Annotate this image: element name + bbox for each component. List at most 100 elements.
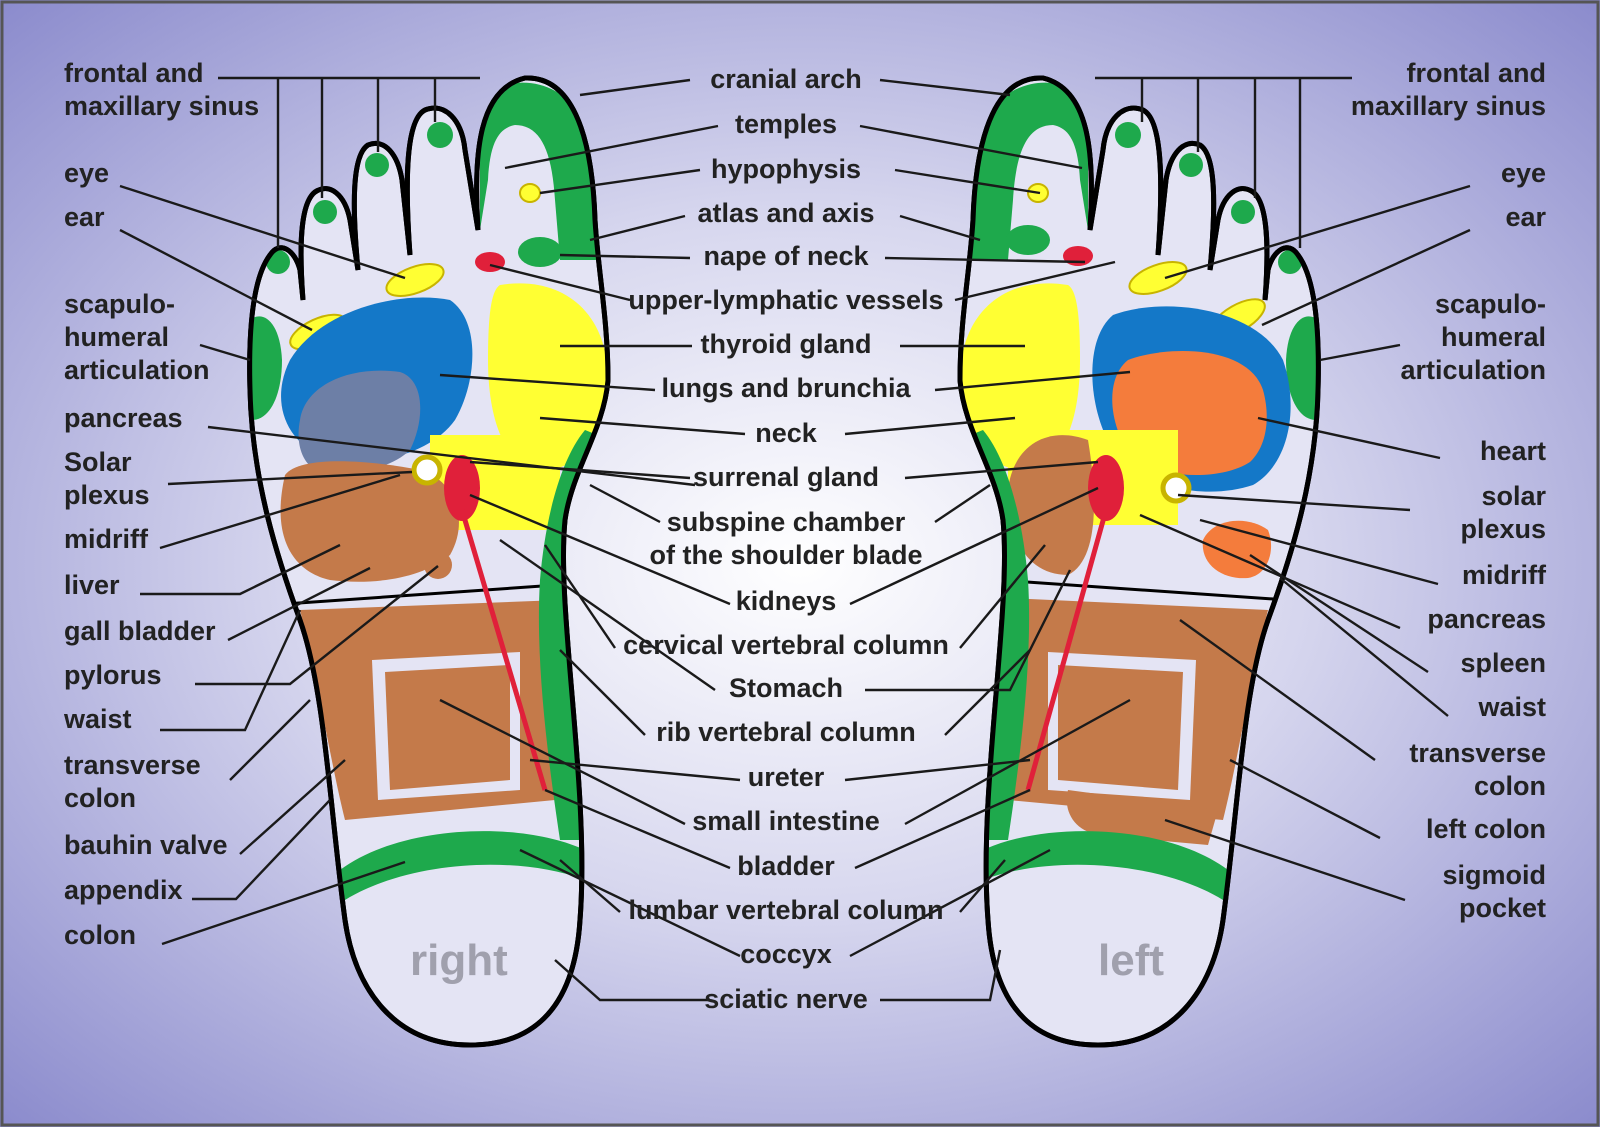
l-solar-plexus-marker <box>1160 472 1192 504</box>
label-hypophysis: hypophysis <box>711 154 861 184</box>
label-small-intestine: small intestine <box>692 806 880 836</box>
r-kidney <box>444 455 480 521</box>
l-ureter <box>1025 509 1109 791</box>
label-cervical: cervical vertebral column <box>623 630 949 660</box>
leader-scapulo-r <box>1319 343 1401 362</box>
leader-hypophysis-r <box>894 168 1041 195</box>
label-colon: colon <box>64 920 136 950</box>
leader-midriff-r <box>1199 518 1439 586</box>
label-ear: ear <box>64 202 105 232</box>
leader-kidneys-l <box>469 493 731 606</box>
label-spleen: spleen <box>1460 648 1546 678</box>
label-eye: eye <box>64 158 109 188</box>
leader-coccyx-l <box>519 848 741 958</box>
label-bladder: bladder <box>737 851 835 881</box>
leader-cranial-arch-l <box>579 78 691 97</box>
label-thyroid: thyroid gland <box>701 329 872 359</box>
leader-eye-r <box>1164 184 1471 280</box>
leader-cranial-arch-r <box>879 78 1011 97</box>
leader-bladder-l <box>544 788 731 870</box>
leader-subspine-r <box>934 484 991 523</box>
l-big-toe-green <box>970 82 1088 261</box>
leader-stomach-r <box>865 569 1072 692</box>
leader-rib-vertebral-r <box>944 649 1031 736</box>
right-foot-word: right <box>410 936 508 985</box>
leader-temples-l <box>504 124 719 170</box>
leader-surrenal-l <box>469 460 691 480</box>
leader-atlas-axis-l <box>589 214 686 242</box>
r-hypophysis <box>519 183 541 203</box>
l-toe-sinus-4 <box>1115 122 1141 148</box>
label-waist: waist <box>63 704 132 734</box>
leader-solar-plexus <box>167 470 413 486</box>
leader-surrenal-r <box>904 460 1099 480</box>
leader-ureter-r <box>844 758 1031 782</box>
l-toe-sinus-3 <box>1179 153 1203 177</box>
r-atlas <box>475 252 505 272</box>
leader-subspine-l <box>589 483 661 524</box>
leader-lungs-l <box>439 373 656 392</box>
l-small-intestine <box>1058 665 1183 790</box>
leader-upper-lymphatic-l <box>489 263 631 302</box>
label-liver: liver <box>64 570 120 600</box>
left-foot-outline <box>957 75 1321 1048</box>
left-foot: left <box>957 75 1321 1048</box>
right-foot-outline <box>247 75 611 1048</box>
l-stomach <box>1008 435 1094 575</box>
label-eye-r: eye <box>1501 158 1546 188</box>
leader-upper-lymphatic-r <box>954 260 1116 302</box>
leader-bauhin-valve <box>239 759 346 855</box>
label-left-colon: left colon <box>1426 814 1546 844</box>
label-midriff: midriff <box>64 524 149 554</box>
label-rib-vertebral: rib vertebral column <box>656 717 916 747</box>
leader-lungs-r <box>934 370 1131 392</box>
r-nape <box>518 237 562 267</box>
label-pancreas-r: pancreas <box>1427 604 1546 634</box>
label-cranial-arch: cranial arch <box>710 64 862 94</box>
l-thyroid <box>960 283 1080 470</box>
label-pancreas: pancreas <box>64 403 183 433</box>
r-solar-plexus-marker <box>411 454 443 486</box>
label-neck: neck <box>755 418 818 448</box>
r-heel-band <box>340 831 585 900</box>
label-sciatic: sciatic nerve <box>704 984 868 1014</box>
leader-waist <box>160 609 302 732</box>
leader-nape-of-neck-r <box>884 256 1086 264</box>
r-eye <box>385 263 445 297</box>
l-nape <box>1006 225 1050 255</box>
leader-gall-bladder <box>227 566 371 642</box>
label-nape-of-neck: nape of neck <box>703 241 869 271</box>
leader-ear-r <box>1261 228 1471 327</box>
left-foot-word: left <box>1098 936 1164 985</box>
leader-midriff <box>159 473 401 550</box>
leader-small-intestine-l <box>439 698 686 826</box>
leader-bladder-r <box>854 788 1031 870</box>
leader-temples-r <box>859 124 1083 170</box>
leader-small-intestine-r <box>904 698 1131 826</box>
label-coccyx: coccyx <box>740 939 832 969</box>
l-scapulo <box>1286 316 1318 420</box>
l-spine <box>960 430 1030 840</box>
label-bauhin-valve: bauhin valve <box>64 830 228 860</box>
leader-liver <box>140 543 341 596</box>
leader-rib-vertebral-l <box>559 649 646 736</box>
leader-coccyx-r <box>849 848 1051 958</box>
leader-colon <box>161 860 406 946</box>
label-surrenal: surrenal gland <box>693 462 879 492</box>
leader-stomach-l <box>499 539 716 691</box>
leader-pancreas <box>207 425 696 487</box>
r-scapulo <box>250 316 282 420</box>
r-toe-sinus-2 <box>313 200 337 224</box>
label-appendix: appendix <box>64 875 183 905</box>
